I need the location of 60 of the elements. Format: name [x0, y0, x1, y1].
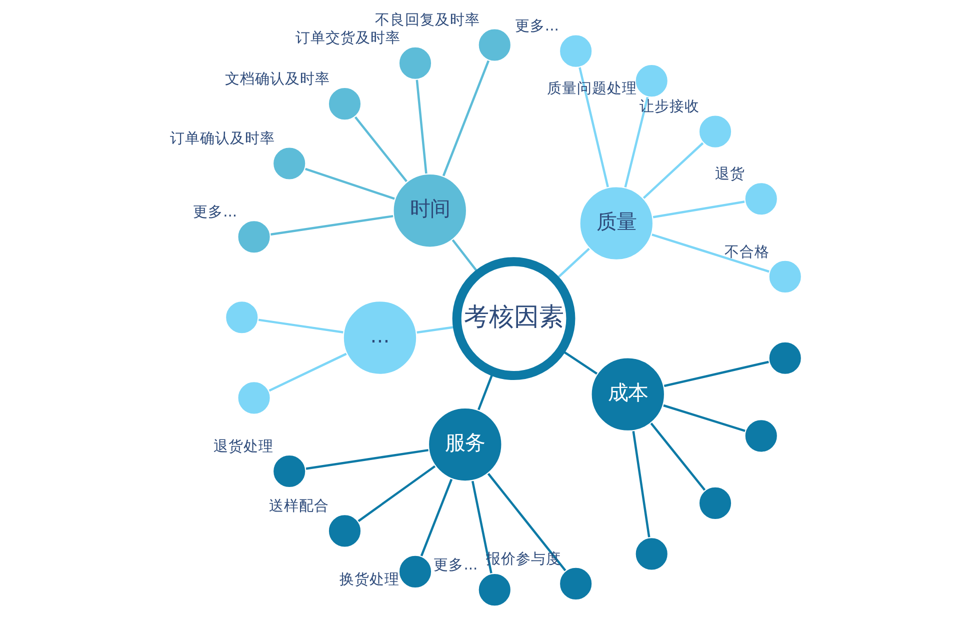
connector — [642, 142, 704, 200]
node-circle — [768, 341, 802, 376]
connector — [663, 360, 769, 388]
connector — [415, 79, 427, 174]
node-label: 不良回复及时率 — [374, 12, 480, 29]
node-label: 订单确认及时率 — [169, 130, 274, 148]
connector — [662, 404, 746, 432]
node-circle: 服务 — [427, 407, 502, 482]
node-circle — [634, 537, 668, 571]
connector — [420, 478, 452, 557]
node-circle — [327, 86, 362, 121]
connector — [268, 352, 347, 392]
node-circle — [477, 28, 512, 62]
node-circle — [744, 182, 778, 216]
connector — [624, 96, 648, 188]
node-circle — [398, 554, 432, 589]
node-label: 更多... — [514, 18, 558, 35]
node-label: 不合格 — [724, 243, 769, 260]
node-label: 退货 — [714, 165, 745, 182]
connector — [442, 60, 490, 177]
node-label: 更多... — [433, 556, 478, 574]
node-circle — [272, 454, 306, 488]
node-circle — [698, 114, 732, 149]
connector — [649, 422, 706, 491]
node-circle — [768, 260, 802, 294]
connector — [304, 448, 428, 470]
connector — [354, 116, 407, 182]
node-circle — [398, 46, 432, 80]
connector — [470, 480, 492, 574]
node-label: 退货处理 — [213, 438, 274, 455]
node-circle: ... — [342, 300, 417, 375]
connector — [486, 472, 566, 572]
node-circle: 时间 — [392, 173, 467, 248]
node-label: 送样配合 — [268, 498, 329, 515]
node-circle — [698, 486, 732, 520]
node-circle — [558, 566, 592, 601]
node-label: 更多... — [192, 203, 237, 220]
node-circle — [327, 514, 362, 548]
node-circle — [236, 380, 270, 415]
connector — [304, 168, 395, 200]
connector — [357, 465, 436, 522]
node-circle — [477, 572, 512, 607]
node-label: 订单交货及时率 — [295, 30, 400, 47]
connector — [652, 200, 745, 218]
node-circle — [272, 146, 306, 180]
node-circle — [744, 418, 778, 453]
node-circle — [224, 300, 258, 334]
connector — [270, 214, 394, 236]
node-circle — [558, 34, 592, 68]
node-circle: 质量 — [578, 186, 654, 261]
node-circle: 考核因素 — [452, 257, 575, 380]
connector — [632, 430, 650, 538]
node-circle: 成本 — [590, 357, 665, 432]
connector — [650, 233, 770, 273]
connector — [578, 66, 609, 188]
node-circle — [236, 220, 270, 254]
node-label: 换货处理 — [339, 570, 400, 588]
connector — [258, 318, 344, 334]
node-label: 文档确认及时率 — [224, 70, 330, 88]
node-circle — [634, 64, 668, 98]
